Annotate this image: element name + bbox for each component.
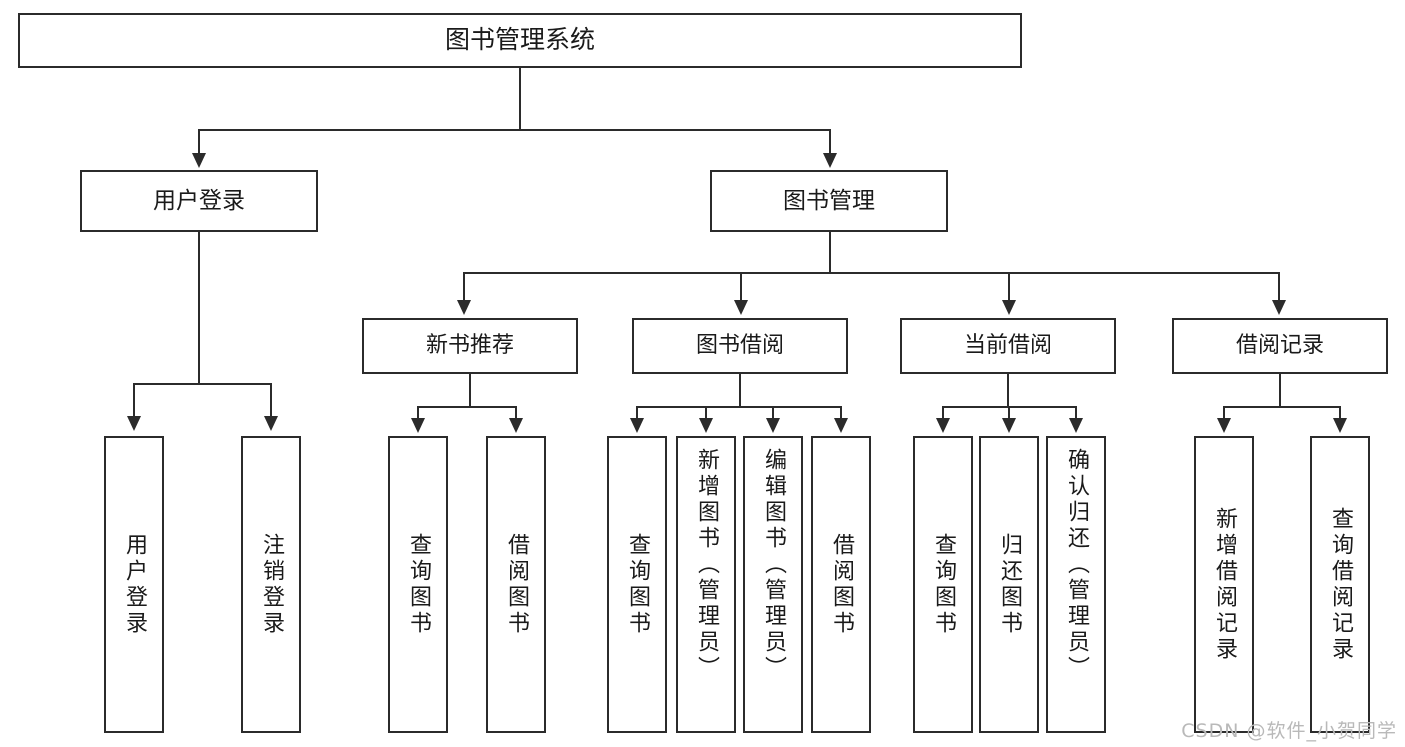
connector-bb-to-leaf-1 <box>636 406 638 420</box>
leaf-book-borrow-query-book[interactable]: 查询图书 <box>607 436 667 733</box>
connector-borrow-record-stem <box>1279 374 1281 408</box>
leaf-new-book-borrow-book[interactable]: 借阅图书 <box>486 436 546 733</box>
arrow-cb-to-leaf-1 <box>936 418 950 433</box>
arrow-bb-to-leaf-4 <box>834 418 848 433</box>
node-label: 新增图书（管理员） <box>694 448 719 682</box>
node-label: 借阅图书 <box>504 532 529 637</box>
arrow-cb-to-leaf-3 <box>1069 418 1083 433</box>
connector-bm-to-current-borrow <box>1008 272 1010 302</box>
arrow-bm-to-new-book <box>457 300 471 315</box>
arrow-br-to-leaf-2 <box>1333 418 1347 433</box>
connector-user-login-stem <box>198 232 200 384</box>
connector-borrow-record-bus <box>1223 406 1339 408</box>
leaf-new-book-query-book[interactable]: 查询图书 <box>388 436 448 733</box>
node-label: 注销登录 <box>259 532 284 637</box>
leaf-book-borrow-add-book-admin[interactable]: 新增图书（管理员） <box>676 436 736 733</box>
arrow-nb-to-leaf-2 <box>509 418 523 433</box>
connector-bm-to-book-borrow <box>740 272 742 302</box>
connector-cb-to-leaf-2 <box>1008 406 1010 420</box>
leaf-current-borrow-query-book[interactable]: 查询图书 <box>913 436 973 733</box>
connector-nb-to-leaf-2 <box>515 406 517 420</box>
node-label: 确认归还（管理员） <box>1064 448 1089 682</box>
node-label: 编辑图书（管理员） <box>761 448 786 682</box>
node-label: 查询图书 <box>625 532 650 637</box>
connector-book-management-bus <box>463 272 1280 274</box>
node-new-book-recommend[interactable]: 新书推荐 <box>362 318 578 374</box>
connector-bm-to-new-book <box>463 272 465 302</box>
arrow-root-to-user-login <box>192 153 206 168</box>
connector-br-to-leaf-1 <box>1223 406 1225 420</box>
connector-user-login-to-leaf-2 <box>270 383 272 418</box>
leaf-book-borrow-edit-book-admin[interactable]: 编辑图书（管理员） <box>743 436 803 733</box>
connector-cb-to-leaf-3 <box>1075 406 1077 420</box>
arrow-bb-to-leaf-3 <box>766 418 780 433</box>
connector-cb-to-leaf-1 <box>942 406 944 420</box>
arrow-br-to-leaf-1 <box>1217 418 1231 433</box>
connector-bb-to-leaf-4 <box>840 406 842 420</box>
connector-bb-to-leaf-2 <box>705 406 707 420</box>
arrow-bb-to-leaf-1 <box>630 418 644 433</box>
node-label: 图书管理系统 <box>444 25 595 55</box>
arrow-user-login-to-leaf-1 <box>127 416 141 431</box>
connector-current-borrow-stem <box>1007 374 1009 408</box>
arrow-cb-to-leaf-2 <box>1002 418 1016 433</box>
connector-book-borrow-bus <box>636 406 841 408</box>
connector-bm-to-borrow-record <box>1278 272 1280 302</box>
connector-root-bus <box>198 129 830 131</box>
node-borrow-record[interactable]: 借阅记录 <box>1172 318 1388 374</box>
leaf-user-login-login[interactable]: 用户登录 <box>104 436 164 733</box>
node-label: 图书借阅 <box>695 333 784 359</box>
connector-root-to-user-login <box>198 129 200 156</box>
leaf-current-borrow-confirm-return-admin[interactable]: 确认归还（管理员） <box>1046 436 1106 733</box>
connector-root-stem <box>519 68 521 130</box>
node-label: 查询图书 <box>406 532 431 637</box>
node-book-borrow[interactable]: 图书借阅 <box>632 318 848 374</box>
node-label: 新增借阅记录 <box>1212 506 1237 663</box>
leaf-current-borrow-return-book[interactable]: 归还图书 <box>979 436 1039 733</box>
node-label: 当前借阅 <box>963 333 1052 359</box>
connector-bb-to-leaf-3 <box>772 406 774 420</box>
arrow-bb-to-leaf-2 <box>699 418 713 433</box>
connector-book-borrow-stem <box>739 374 741 408</box>
arrow-bm-to-current-borrow <box>1002 300 1016 315</box>
node-label: 查询借阅记录 <box>1328 506 1353 663</box>
connector-book-management-stem <box>829 232 831 274</box>
node-label: 用户登录 <box>153 187 245 214</box>
node-label: 用户登录 <box>122 532 147 637</box>
leaf-borrow-record-add-record[interactable]: 新增借阅记录 <box>1194 436 1254 733</box>
connector-root-to-book-management <box>829 129 831 156</box>
node-label: 归还图书 <box>997 532 1022 637</box>
node-user-login[interactable]: 用户登录 <box>80 170 318 232</box>
arrow-bm-to-borrow-record <box>1272 300 1286 315</box>
node-current-borrow[interactable]: 当前借阅 <box>900 318 1116 374</box>
watermark-text: CSDN @软件_小贺同学 <box>1181 720 1397 742</box>
leaf-book-borrow-borrow-book[interactable]: 借阅图书 <box>811 436 871 733</box>
arrow-bm-to-book-borrow <box>734 300 748 315</box>
connector-user-login-to-leaf-1 <box>133 383 135 418</box>
arrow-root-to-book-management <box>823 153 837 168</box>
node-label: 图书管理 <box>783 187 875 214</box>
node-root-book-management-system[interactable]: 图书管理系统 <box>18 13 1022 68</box>
connector-new-book-stem <box>469 374 471 408</box>
leaf-user-login-logout[interactable]: 注销登录 <box>241 436 301 733</box>
arrow-user-login-to-leaf-2 <box>264 416 278 431</box>
connector-br-to-leaf-2 <box>1339 406 1341 420</box>
node-label: 查询图书 <box>931 532 956 637</box>
node-label: 借阅图书 <box>829 532 854 637</box>
node-label: 新书推荐 <box>425 333 514 359</box>
leaf-borrow-record-query-record[interactable]: 查询借阅记录 <box>1310 436 1370 733</box>
node-book-management[interactable]: 图书管理 <box>710 170 948 232</box>
connector-new-book-bus <box>417 406 515 408</box>
arrow-nb-to-leaf-1 <box>411 418 425 433</box>
node-label: 借阅记录 <box>1235 333 1324 359</box>
connector-user-login-bus <box>133 383 270 385</box>
connector-nb-to-leaf-1 <box>417 406 419 420</box>
